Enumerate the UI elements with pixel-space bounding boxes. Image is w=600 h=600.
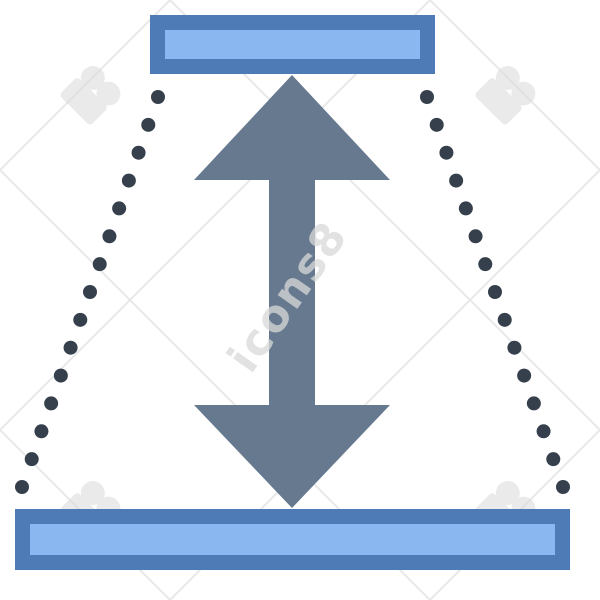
- guide-dot: [458, 201, 473, 216]
- guide-dot: [556, 480, 570, 494]
- guide-dot: [73, 312, 88, 327]
- guide-dot: [44, 396, 59, 411]
- left-dotted-guide: [15, 90, 165, 494]
- guide-dot: [141, 117, 156, 132]
- guide-dot: [468, 229, 483, 244]
- guide-dot: [536, 424, 551, 439]
- guide-dot: [121, 173, 136, 188]
- guide-dot: [488, 285, 502, 299]
- bottom-bar-inner: [30, 524, 555, 555]
- guide-dot: [92, 257, 107, 272]
- guide-dot: [420, 90, 434, 104]
- guide-dot: [526, 396, 541, 411]
- guide-dot: [112, 201, 127, 216]
- guide-dot: [497, 312, 512, 327]
- guide-dot: [63, 340, 78, 355]
- guide-dot: [151, 90, 165, 104]
- top-bar-inner: [165, 30, 420, 59]
- guide-dot: [83, 285, 97, 299]
- right-dotted-guide: [420, 90, 570, 494]
- guide-dot: [15, 480, 29, 494]
- guide-dot: [478, 257, 493, 272]
- guide-dot: [517, 368, 532, 383]
- guide-dot: [546, 452, 561, 467]
- guide-dot: [449, 173, 464, 188]
- guide-dot: [34, 424, 49, 439]
- guide-dot: [131, 145, 146, 160]
- guide-dot: [24, 452, 39, 467]
- guide-dot: [507, 340, 522, 355]
- guide-dot: [53, 368, 68, 383]
- guide-dot: [429, 117, 444, 132]
- guide-dot: [102, 229, 117, 244]
- top-bar: [150, 15, 435, 74]
- double-arrow-icon: [194, 75, 390, 508]
- bottom-bar: [15, 509, 570, 570]
- guide-dot: [439, 145, 454, 160]
